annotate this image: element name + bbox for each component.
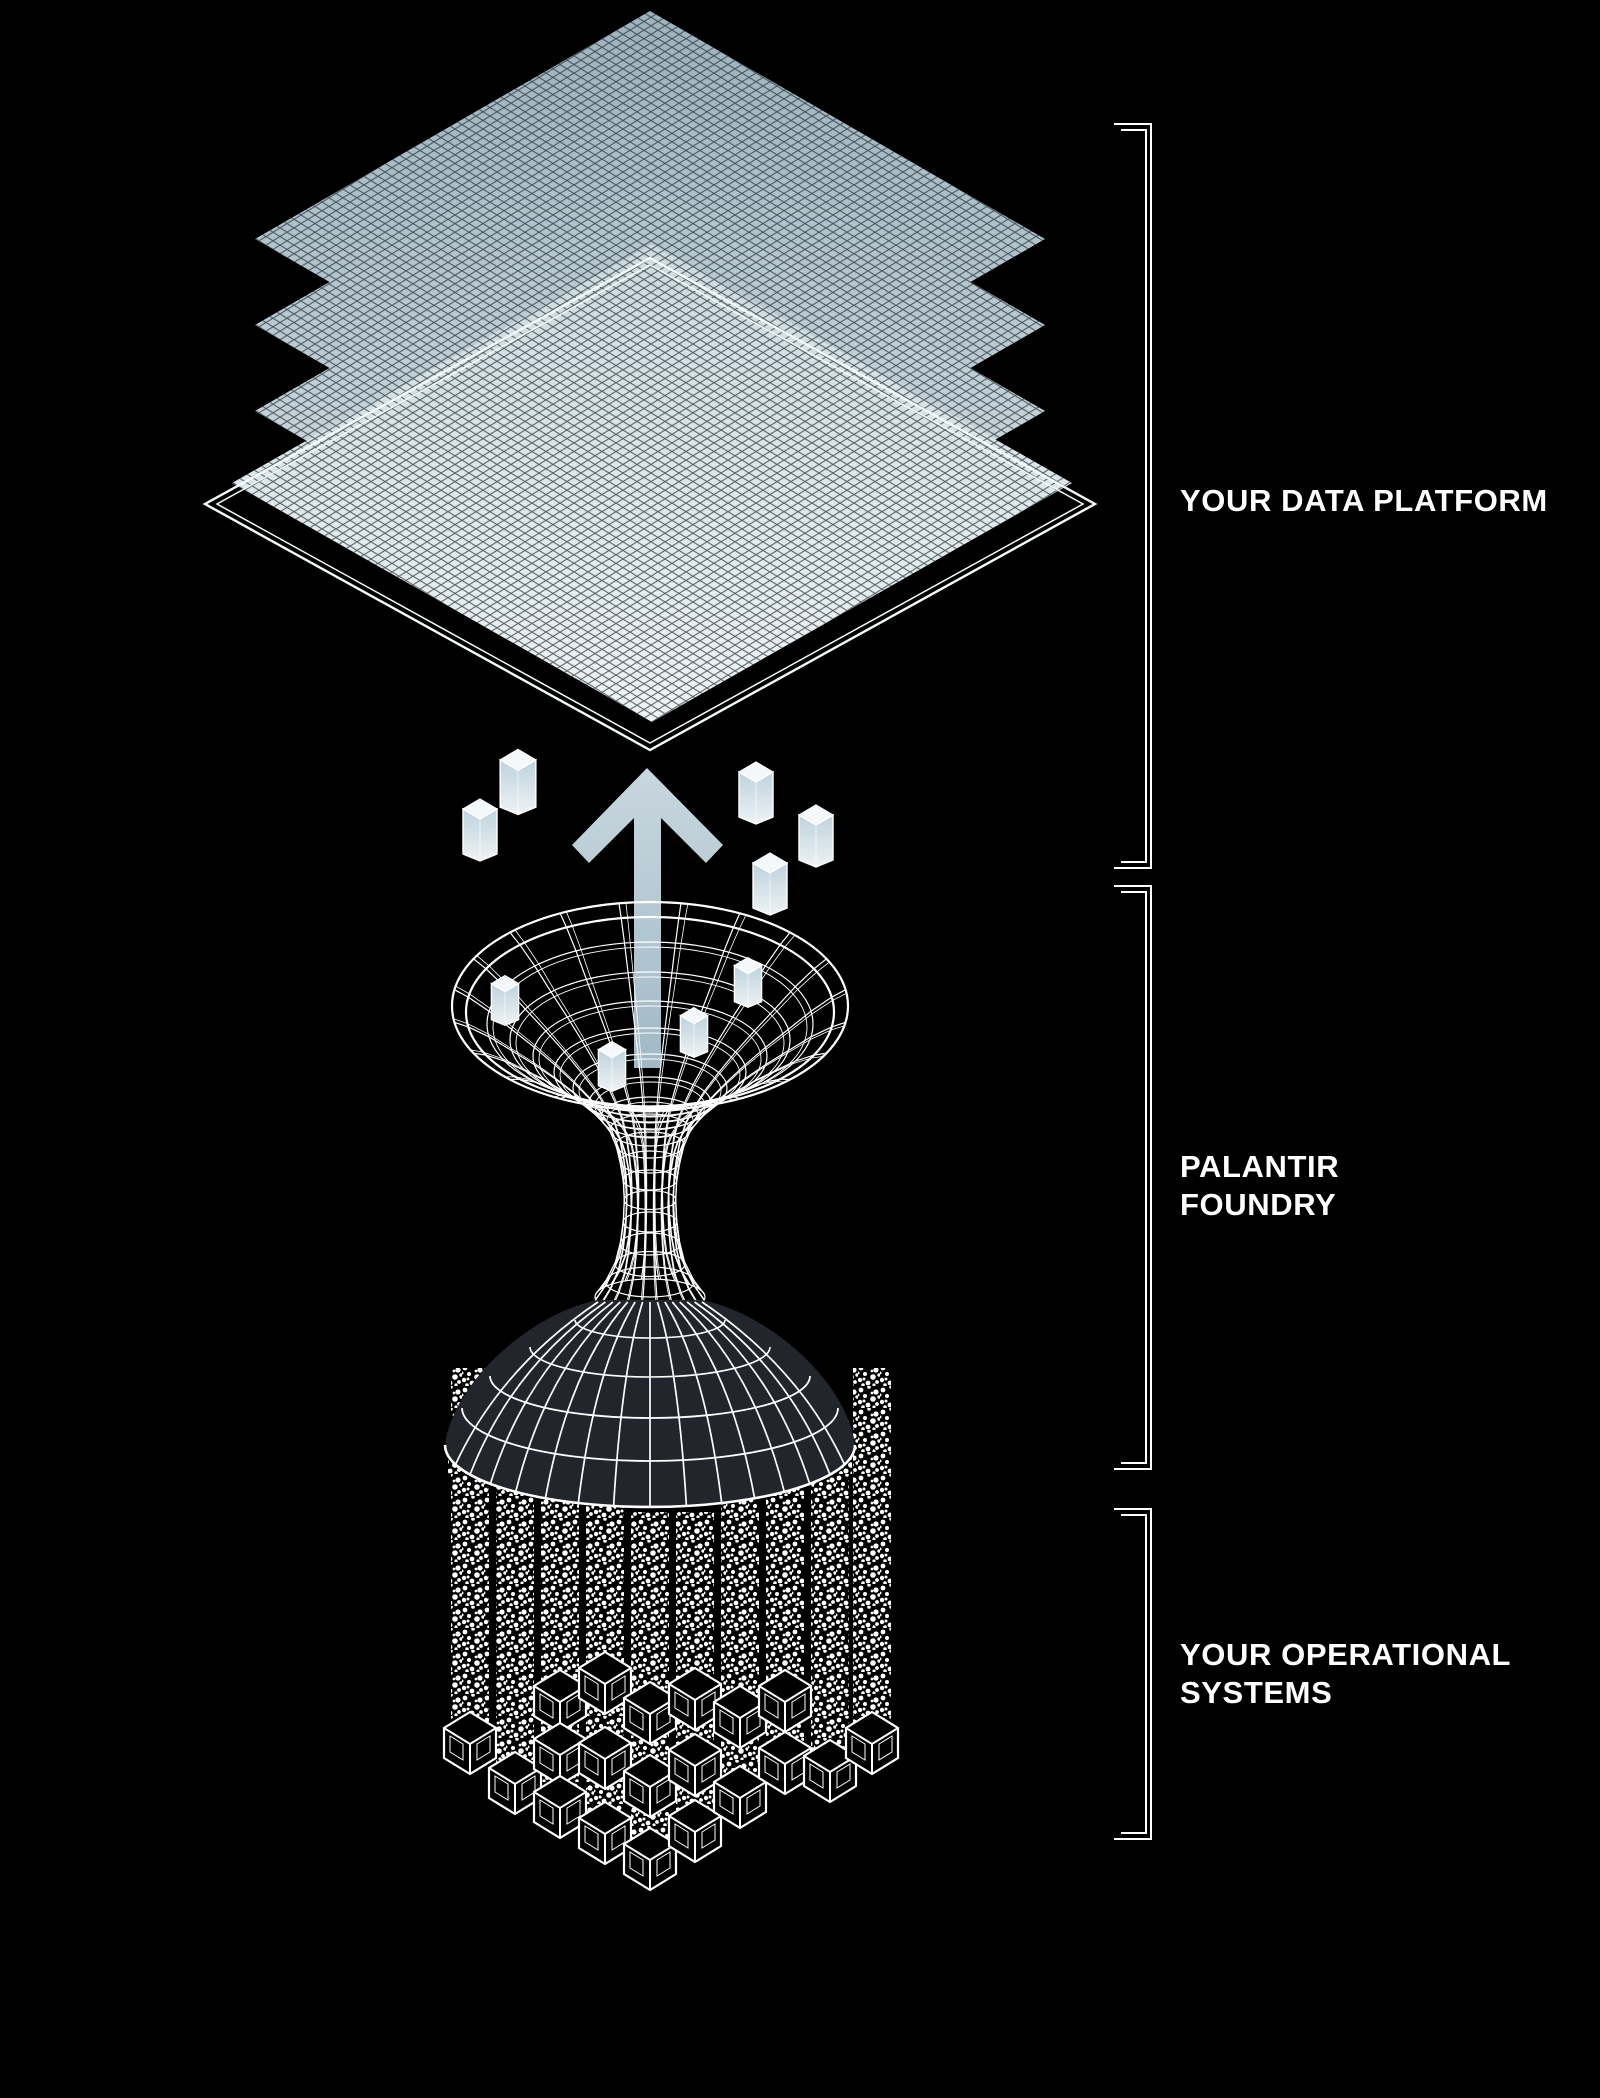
data-platform-layers (232, 11, 1072, 722)
label-line: SYSTEMS (1180, 1675, 1333, 1710)
label-line: YOUR DATA PLATFORM (1180, 483, 1548, 518)
foundry-dome (443, 1300, 857, 1509)
bracket-operational-systems (1114, 1508, 1152, 1840)
bracket-operational-systems-inner (1121, 1514, 1147, 1834)
data-cubes (461, 748, 835, 1092)
bracket-palantir-foundry (1114, 885, 1152, 1470)
foundry-funnel-wireframe (450, 900, 850, 1316)
label-line: PALANTIR (1180, 1149, 1340, 1184)
bracket-data-platform-inner (1121, 129, 1147, 863)
system-cubes (442, 1650, 900, 1892)
stream-column (853, 1368, 891, 1748)
platform-outline-frame (202, 256, 1098, 752)
stream-column (811, 1425, 849, 1776)
label-palantir-foundry: PALANTIR FOUNDRY (1180, 1148, 1339, 1224)
bracket-palantir-foundry-inner (1121, 891, 1147, 1464)
bracket-data-platform (1114, 123, 1152, 869)
label-line: FOUNDRY (1180, 1187, 1337, 1222)
label-line: YOUR OPERATIONAL (1180, 1637, 1512, 1672)
stream-column (721, 1496, 759, 1802)
label-your-data-platform: YOUR DATA PLATFORM (1180, 482, 1548, 520)
label-your-operational-systems: YOUR OPERATIONAL SYSTEMS (1180, 1636, 1511, 1712)
